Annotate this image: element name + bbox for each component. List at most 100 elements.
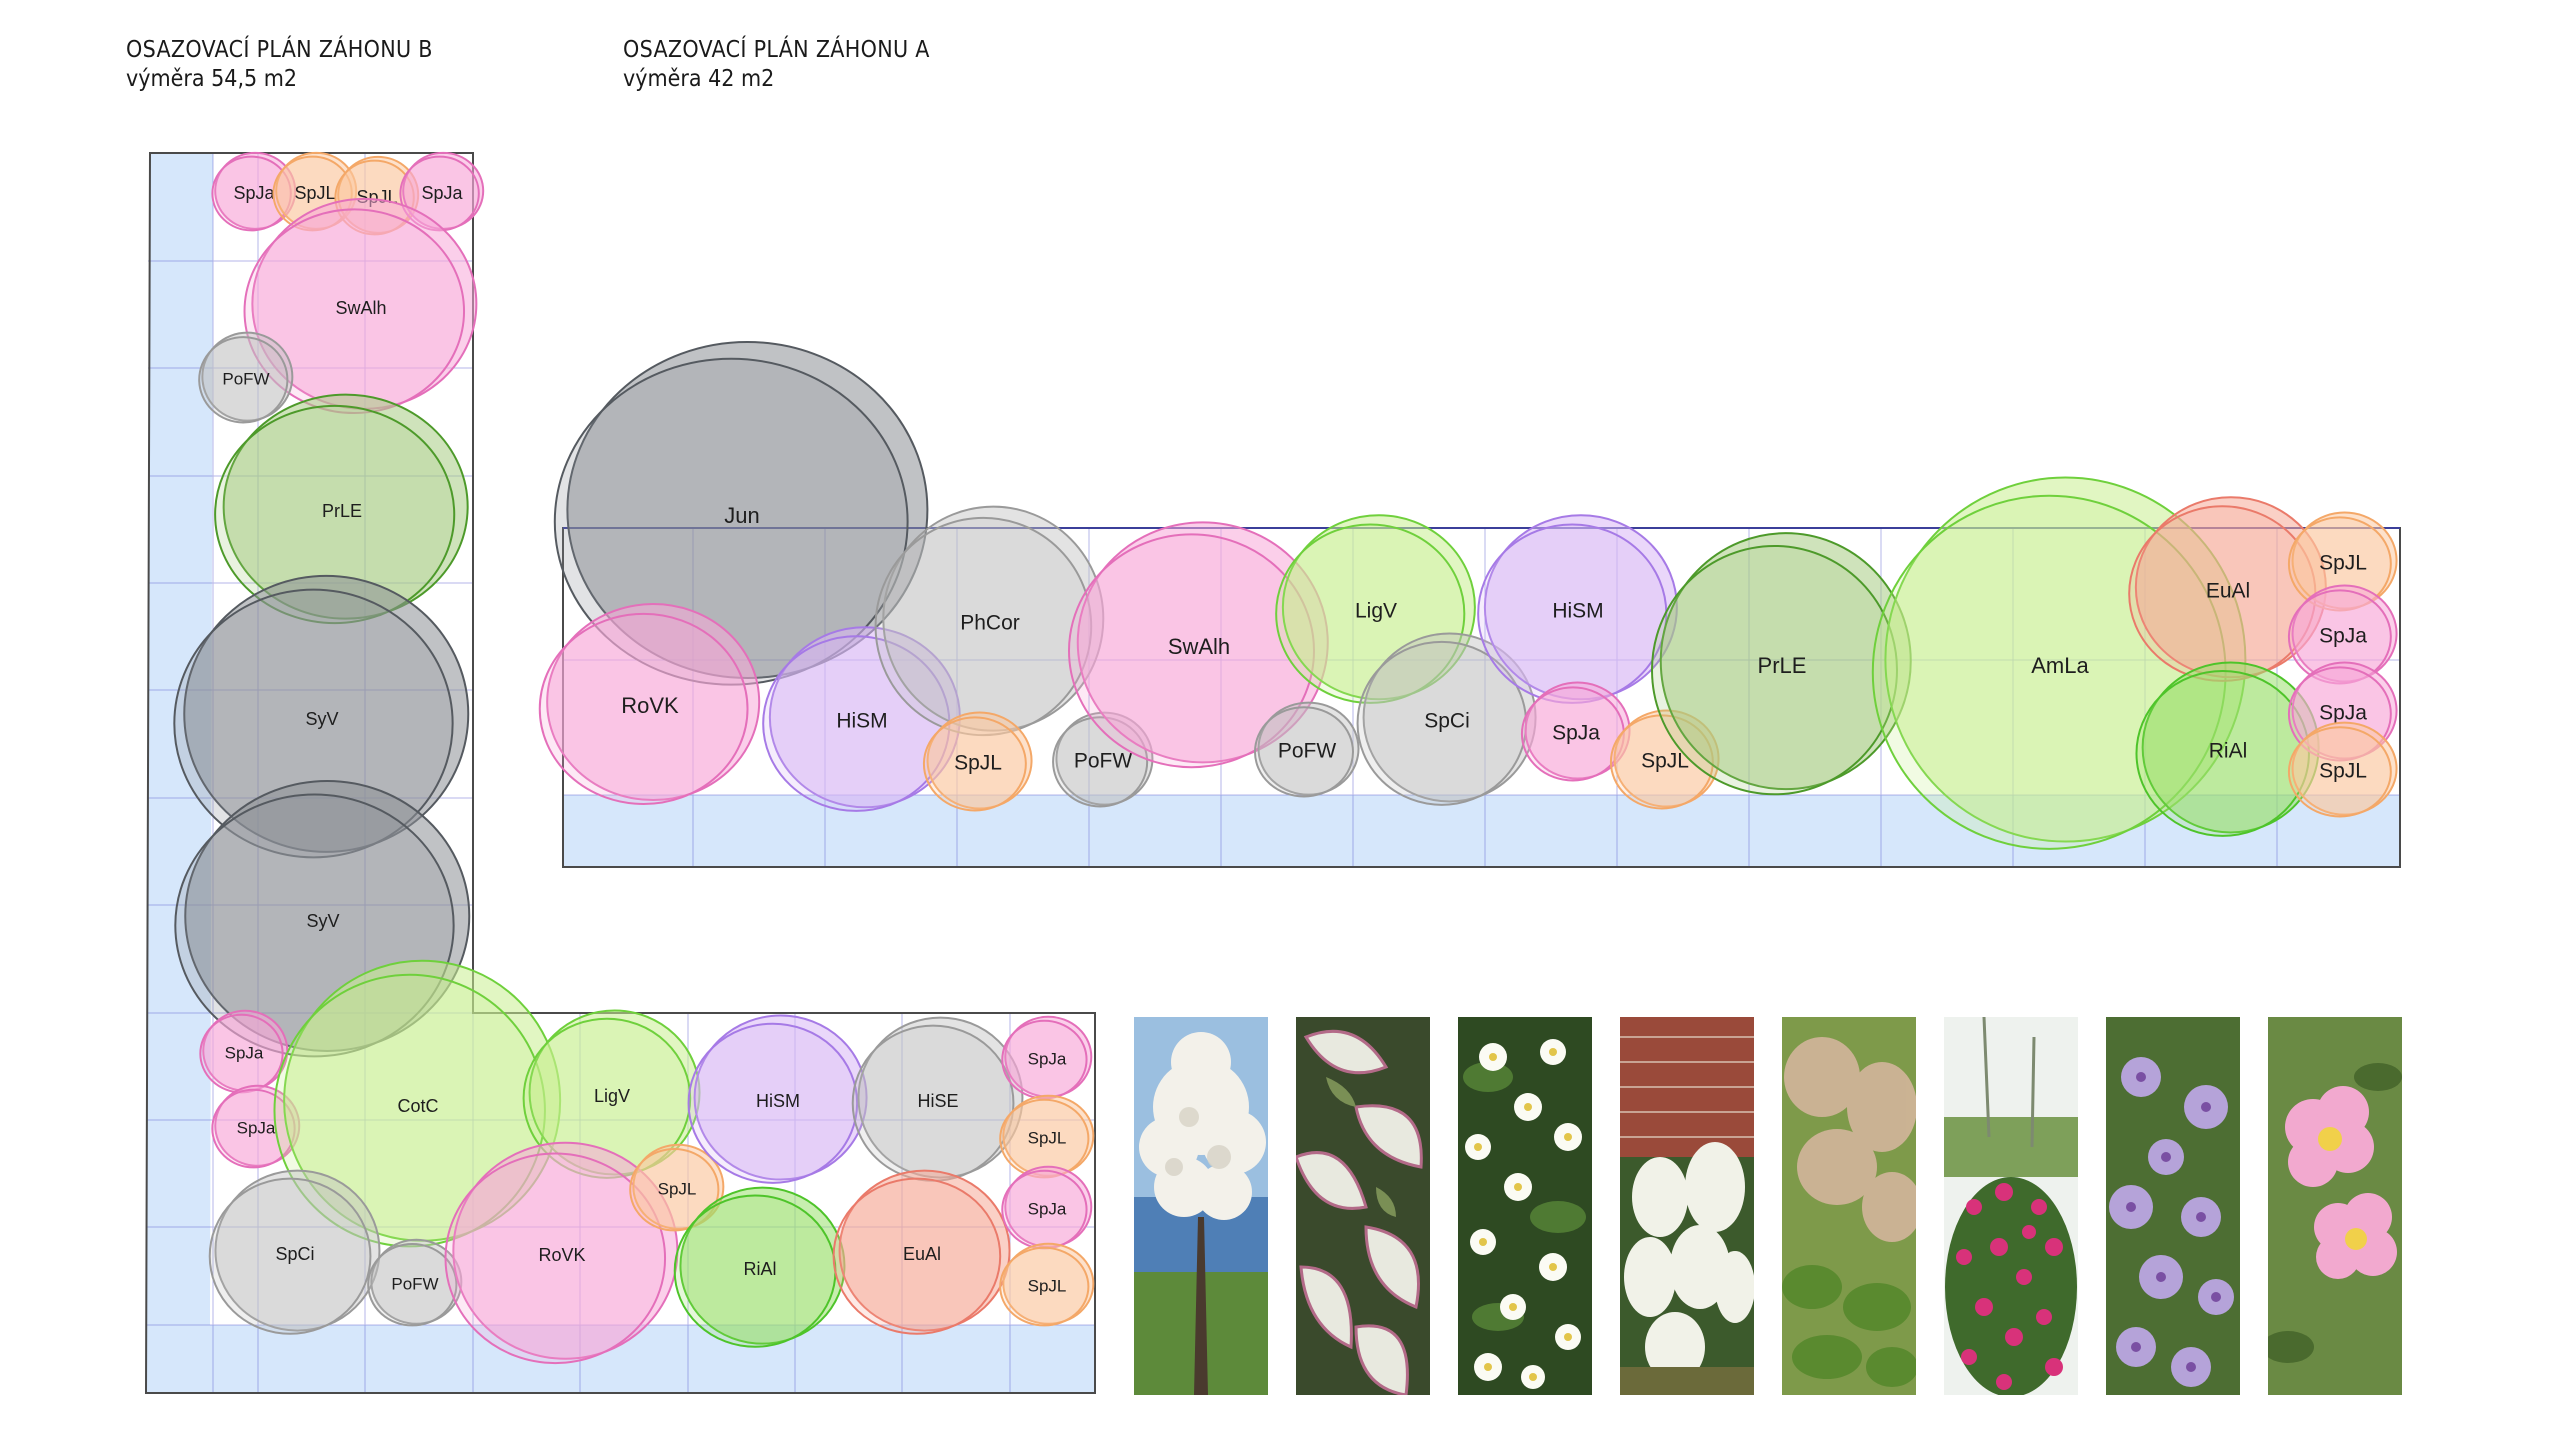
photo-cornus-variegated	[1296, 1017, 1430, 1395]
bed-b-plant-pofw-2-circle-2	[367, 1242, 458, 1327]
bed-a-plant-jun: Jun	[553, 340, 929, 686]
photo-philadelphus	[1458, 1017, 1592, 1395]
bed-b-plant-pofw-circle-2	[198, 336, 289, 424]
bed-b-plant-hism-circle-1	[693, 1014, 868, 1181]
bed-a-plant-prle-label: PrLE	[1758, 653, 1807, 678]
bed-a-plant-pofw-2-circle-2	[1254, 706, 1354, 798]
bed-a-plant-spjl-4-label: SpJL	[2319, 760, 2367, 783]
bed-a-title: OSAZOVACÍ PLÁN ZÁHONU A	[623, 37, 930, 63]
bed-a-plant-spjl-4-circle-1	[2291, 721, 2398, 816]
bed-a-plant-spja-label: SpJa	[1552, 722, 1600, 745]
bed-a-plant-ligv-label: LigV	[1355, 600, 1397, 623]
bed-a-plant-eual-label: EuAl	[2206, 580, 2250, 603]
bed-a-plant-phcor-label: PhCor	[960, 612, 1020, 635]
bed-b-plant-spja-5: SpJa	[1001, 1015, 1093, 1100]
bed-b-plant-pofw-label: PoFW	[222, 369, 269, 388]
bed-b-plant-hism-label: HiSM	[756, 1091, 800, 1111]
bed-b-header: OSAZOVACÍ PLÁN ZÁHONU B výměra 54,5 m2	[126, 36, 433, 94]
bed-a-plant-spci: SpCi	[1356, 632, 1537, 806]
bed-a-plant-ligv-circle-2	[1275, 523, 1466, 704]
bed-b-plant-spjl-4-label: SpJL	[1028, 1128, 1067, 1147]
bed-b-plant-hise-label: HiSE	[917, 1091, 958, 1111]
bed-b-plant-spjl-4: SpJL	[999, 1094, 1095, 1179]
bed-a-plant-prle: PrLE	[1651, 532, 1912, 796]
bed-a-plant-ligv-circle-1	[1281, 514, 1476, 701]
bed-a-plant-hism-2: HiSM	[1477, 514, 1678, 704]
bed-b-plant-spja-4-label: SpJa	[237, 1118, 276, 1137]
bed-b-plant-spja-3: SpJa	[199, 1009, 289, 1094]
bed-a-plant-rovk-circle-1	[546, 603, 761, 802]
bed-b-plant-rovk: RoVK	[444, 1141, 679, 1365]
bed-a-plant-spjl-3-label: SpJL	[2319, 552, 2367, 575]
bed-a-plant-pofw-2-label: PoFW	[1278, 740, 1337, 763]
bed-b-plant-spja-2-label: SpJa	[421, 183, 463, 203]
bed-a-plant-swalh-label: SwAlh	[1168, 634, 1230, 659]
bed-b-plant-spjl-3-circle-1	[632, 1143, 725, 1230]
bed-b-plant-spjl-5-circle-1	[1002, 1242, 1095, 1325]
bed-b-plant-pofw-circle-1	[201, 331, 294, 422]
bed-b-plant-pofw: PoFW	[198, 331, 294, 424]
bed-a-plant-pofw-2-circle-1	[1257, 701, 1360, 796]
bed-b-plant-spci-circle-1	[214, 1169, 381, 1332]
bed-a-area: výměra 42 m2	[623, 66, 775, 92]
bed-a-plant-rovk: RoVK	[538, 603, 761, 805]
photo-prunus-shrub	[1620, 1017, 1754, 1395]
bed-b-plant-spja-5-label: SpJa	[1028, 1049, 1067, 1068]
bed-b-plant-rovk-circle-2	[444, 1152, 667, 1365]
bed-b-plant-prle-label: PrLE	[322, 501, 362, 521]
bed-b-plant-spja: SpJa	[211, 151, 297, 232]
bed-b-plant-pofw-2: PoFW	[367, 1238, 463, 1327]
bed-b-plant-spjl-5: SpJL	[999, 1242, 1095, 1327]
bed-a-plant-pofw: PoFW	[1052, 711, 1154, 808]
bed-b-plant-ligv-label: LigV	[594, 1086, 630, 1106]
bed-b-plant-swalh: SwAlh	[243, 197, 478, 415]
bed-a-plant-pofw-label: PoFW	[1074, 750, 1133, 773]
bed-a-plant-spjl-2-label: SpJL	[1641, 750, 1689, 773]
bed-b-plant-syv: SyV	[173, 574, 470, 859]
bed-b-plant-rial-label: RiAl	[743, 1259, 776, 1279]
bed-b-plant-cotc-label: CotC	[397, 1096, 438, 1116]
bed-b-plant-hism: HiSM	[687, 1014, 868, 1184]
bed-b-plant-spci-circle-2	[208, 1177, 372, 1335]
bed-b-plant-hism-circle-2	[687, 1022, 859, 1184]
bed-b-plant-ligv: LigV	[522, 1009, 701, 1179]
bed-a-plant-rovk-circle-2	[538, 612, 749, 805]
bed-a-plant-spjl-circle-2	[922, 716, 1027, 812]
bed-a-plant-spjl-4: SpJL	[2287, 721, 2398, 818]
bed-a-plant-spjl-circle-1	[926, 711, 1033, 810]
bed-a-plant-spjl-4-circle-2	[2287, 726, 2392, 818]
bed-a-plant-spja-2-label: SpJa	[2319, 625, 2367, 648]
bed-b-plant-rovk-label: RoVK	[538, 1245, 585, 1265]
bed-b-plant-spja-label: SpJa	[233, 183, 275, 203]
bed-a-plant-hism: HiSM	[762, 626, 961, 812]
photo-rose-shrub	[1944, 1017, 2078, 1395]
bed-b-plant-syv-2-label: SyV	[306, 911, 339, 931]
photo-amelanchier	[1134, 1017, 1268, 1395]
bed-b-plant-spjl-label: SpJL	[294, 183, 335, 203]
bed-a-plant-ligv: LigV	[1275, 514, 1476, 704]
bed-b-plant-spjl-3-label: SpJL	[658, 1179, 697, 1198]
bed-b-plant-spja-3-label: SpJa	[225, 1043, 264, 1062]
photo-rosa	[2268, 1017, 2402, 1395]
bed-a-header: OSAZOVACÍ PLÁN ZÁHONU A výměra 42 m2	[623, 36, 930, 94]
bed-b-plant-spci-label: SpCi	[275, 1244, 314, 1264]
bed-a-plant-spjl: SpJL	[922, 711, 1033, 812]
bed-b-plant-spjl-3-circle-2	[629, 1147, 720, 1232]
bed-b-plant-syv-label: SyV	[305, 709, 338, 729]
bed-b-plant-spci: SpCi	[208, 1169, 381, 1335]
bed-a-plant-spjl-3: SpJL	[2287, 511, 2398, 612]
bed-b-area: výměra 54,5 m2	[126, 66, 298, 92]
bed-a-plant-phcor: PhCor	[874, 505, 1105, 737]
bed-b-plant-spjl-5-label: SpJL	[1028, 1276, 1067, 1295]
bed-b-plant-pofw-2-label: PoFW	[391, 1274, 438, 1293]
bed-b-plant-swalh-label: SwAlh	[335, 298, 386, 318]
bed-b-plant-hise: HiSE	[851, 1016, 1024, 1182]
bed-a-plant-spci-label: SpCi	[1424, 710, 1470, 733]
bed-b-plant-eual: EuAl	[832, 1169, 1011, 1335]
bed-a-plant-hism-2-label: HiSM	[1552, 600, 1603, 623]
bed-a-plant-pofw-circle-2	[1052, 716, 1149, 808]
bed-b-plant-spjl-5-circle-2	[999, 1246, 1090, 1327]
